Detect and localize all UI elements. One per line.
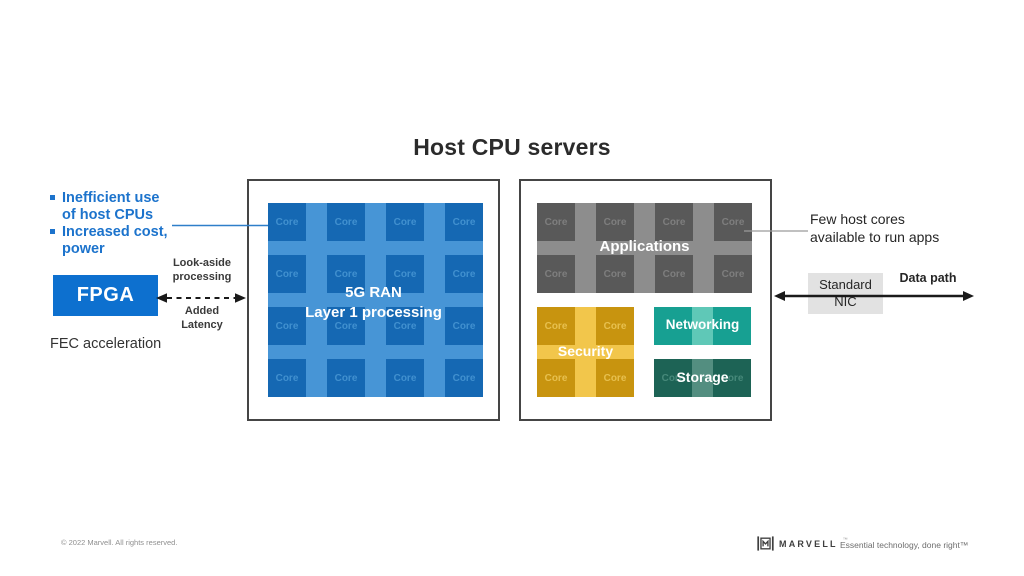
bullet-item: Inefficient use of host CPUs (50, 190, 185, 224)
added-latency-label: Added Latency (181, 305, 223, 331)
cpu-core (654, 307, 692, 345)
cpu-core: Core (386, 203, 424, 241)
cpu-core: Core (327, 307, 365, 345)
cpu-core: Core (655, 255, 693, 293)
cpu-core: Core (537, 255, 575, 293)
networking-label: Networking (665, 317, 740, 332)
applications-label: Applications (599, 238, 690, 255)
fpga-box: FPGA (53, 275, 158, 316)
left-block-overlay-label: 5G RAN Layer 1 processing (305, 284, 442, 321)
page-title: Host CPU servers (413, 134, 611, 160)
cpu-core: Core (714, 203, 752, 241)
data-path-label: Data path (899, 271, 957, 285)
cpu-core: Core (537, 307, 575, 345)
cpu-core: Core (327, 359, 365, 397)
cpu-core: Core (268, 307, 306, 345)
storage-core-grid: Core Core (654, 359, 751, 397)
cpu-core: Core (268, 203, 306, 241)
bullet-list: Inefficient use of host CPUs Increased c… (50, 190, 185, 258)
bullet-square-icon (50, 229, 55, 235)
cpu-core: Core (445, 307, 483, 345)
cpu-core: Core (654, 359, 692, 397)
lookaside-label: Look-aside processing (172, 257, 232, 283)
cpu-core: Core (268, 255, 306, 293)
cpu-core: Core (655, 203, 693, 241)
lookaside-double-arrow (156, 293, 246, 303)
fec-caption: FEC acceleration (50, 336, 162, 352)
security-core-grid: Core Core Core Core (537, 307, 634, 397)
marvell-logo-icon (757, 536, 774, 551)
security-label: Security (557, 343, 614, 359)
brand-tagline: Essential technology, done right™ (840, 540, 969, 550)
cpu-core: Core (268, 359, 306, 397)
cpu-core: Core (596, 203, 634, 241)
bullet-text: Increased cost, power (62, 224, 168, 258)
bullet-text: Inefficient use of host CPUs (62, 190, 160, 224)
bullet-square-icon (50, 195, 55, 200)
cpu-core: Core (327, 203, 365, 241)
cpu-core: Core (713, 359, 751, 397)
standard-nic-box: Standard NIC (808, 273, 883, 314)
storage-label: Storage (676, 369, 729, 385)
cpu-core: Core (596, 255, 634, 293)
cpu-core (713, 307, 751, 345)
few-host-cores-note: Few host cores available to run apps (810, 211, 940, 245)
cpu-core: Core (386, 307, 424, 345)
applications-core-grid: Core Core Core Core Core Core Core Core (537, 203, 752, 293)
copyright-text: © 2022 Marvell. All rights reserved. (61, 538, 178, 547)
cpu-core: Core (327, 255, 365, 293)
brand-name: MARVELL (779, 538, 838, 549)
cpu-core: Core (537, 359, 575, 397)
networking-core-grid (654, 307, 751, 345)
cpu-core: Core (596, 307, 634, 345)
brand-trademark: ™ (842, 537, 848, 543)
cpu-core: Core (714, 255, 752, 293)
cpu-core: Core (386, 359, 424, 397)
bullet-item: Increased cost, power (50, 224, 185, 258)
cpu-core: Core (537, 203, 575, 241)
cpu-core: Core (445, 359, 483, 397)
cpu-core: Core (445, 255, 483, 293)
cpu-core: Core (596, 359, 634, 397)
marvell-logo: MARVELL ™ (757, 535, 848, 552)
cpu-core: Core (445, 203, 483, 241)
cpu-core: Core (386, 255, 424, 293)
left-cpu-core-grid: Core Core Core Core Core Core Core Core … (268, 203, 483, 397)
